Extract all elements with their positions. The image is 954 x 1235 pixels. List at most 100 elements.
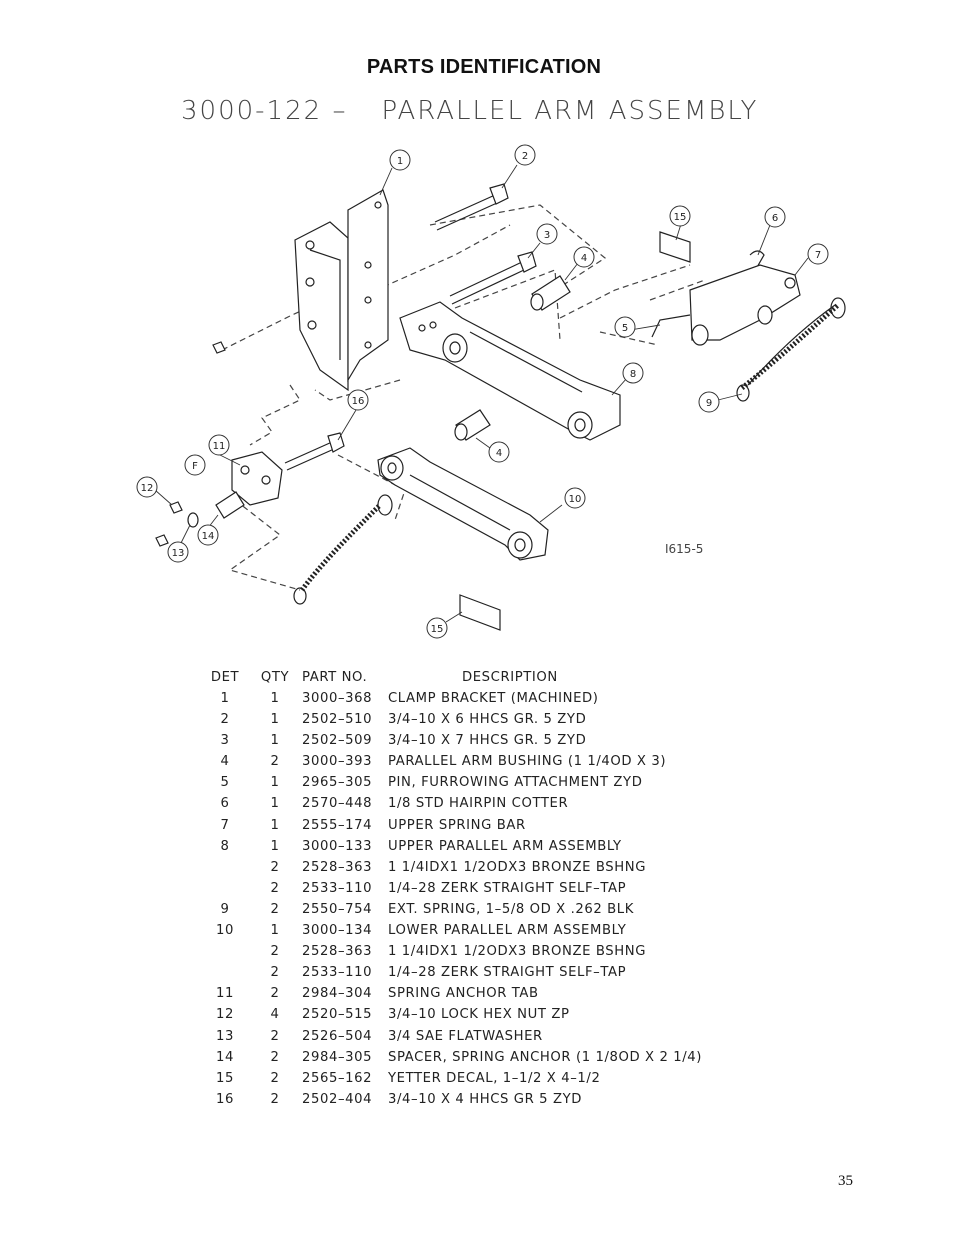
clamp-bracket: [294, 189, 389, 392]
balloon-6: 6: [764, 206, 786, 228]
balloon-10: 10: [564, 487, 586, 509]
cell-qty: 2: [270, 944, 280, 960]
svg-text:13: 13: [172, 548, 185, 559]
cell-det: [196, 860, 254, 881]
cell-part-no: 2526–504: [302, 1028, 373, 1044]
cell-description: YETTER DECAL, 1–1/2 X 4–1/2: [388, 1070, 601, 1086]
balloon-11: 11: [208, 434, 230, 456]
furrowing-pin: [651, 314, 691, 338]
cell-qty: 2: [270, 1049, 280, 1065]
cell-description: 3/4–10 X 4 HHCS GR 5 ZYD: [388, 1091, 583, 1107]
cell-qty: 1: [270, 817, 280, 833]
cell-qty: 1: [270, 838, 280, 854]
spacer-spring-anchor: [215, 491, 245, 519]
cell-description: 1 1/4IDX1 1/2ODX3 BRONZE BSHNG: [388, 859, 647, 875]
balloon-16: 16: [347, 389, 369, 411]
cell-qty: 2: [270, 859, 280, 875]
cell-qty: 1: [270, 691, 280, 706]
header-qty: QTY: [260, 670, 290, 685]
cell-det: 15: [216, 1070, 234, 1086]
cell-description: UPPER SPRING BAR: [388, 817, 526, 833]
cell-det: 7: [220, 817, 230, 833]
decal-lower: [459, 594, 501, 631]
table-row: 2 2528–363 1 1/4IDX1 1/2ODX3 BRONZE BSHNG: [196, 860, 822, 881]
svg-text:16: 16: [352, 396, 365, 407]
cell-part-no: 3000–368: [302, 691, 373, 706]
svg-text:10: 10: [569, 494, 582, 505]
svg-text:14: 14: [202, 531, 215, 542]
cell-part-no: 3000–393: [302, 754, 373, 770]
cell-description: 3/4–10 LOCK HEX NUT ZP: [388, 1007, 570, 1023]
cell-description: 3/4 SAE FLATWASHER: [388, 1028, 543, 1044]
bolt-3: [449, 251, 537, 305]
assembly-number: 3000-122 –: [181, 96, 348, 126]
cell-det: [196, 881, 254, 902]
cell-part-no: 2502–404: [302, 1091, 373, 1107]
cell-description: SPRING ANCHOR TAB: [388, 986, 539, 1002]
assembly-name: PARALLEL ARM ASSEMBLY: [381, 96, 759, 126]
cell-qty: 2: [270, 1091, 280, 1107]
page-number: 35: [838, 1173, 853, 1189]
balloon-5: 5: [614, 316, 636, 338]
header-description: DESCRIPTION: [462, 670, 558, 685]
hairpin-cotter: [749, 250, 765, 270]
page-heading: PARTS IDENTIFICATION: [366, 56, 602, 78]
cell-det: 14: [216, 1049, 234, 1065]
svg-text:7: 7: [815, 250, 821, 261]
cell-part-no: 2984–305: [302, 1049, 373, 1065]
bolt-16: [284, 432, 345, 471]
balloon-15-lower: 15: [426, 617, 448, 639]
decal-upper: [659, 231, 691, 263]
cell-description: UPPER PARALLEL ARM ASSEMBLY: [388, 838, 622, 854]
cell-det: 1: [220, 691, 230, 706]
cell-part-no: 2565–162: [302, 1070, 373, 1086]
cell-qty: 2: [270, 901, 280, 917]
upper-parallel-arm: [399, 301, 621, 441]
cell-det: 10: [216, 923, 234, 939]
table-row: 1 1 3000–368 CLAMP BRACKET (MACHINED): [196, 691, 822, 712]
balloon-1: 1: [389, 149, 411, 171]
cell-qty: 1: [270, 733, 280, 749]
cell-part-no: 2533–110: [302, 880, 373, 896]
cell-part-no: 2570–448: [302, 796, 373, 812]
balloon-f: F: [184, 454, 206, 476]
cell-qty: 4: [270, 1007, 280, 1023]
cell-det: 11: [216, 986, 234, 1002]
balloon-7: 7: [807, 243, 829, 265]
cell-description: EXT. SPRING, 1–5/8 OD X .262 BLK: [388, 901, 634, 917]
cell-det: 5: [220, 775, 230, 791]
cell-qty: 2: [270, 965, 280, 981]
svg-text:15: 15: [431, 624, 444, 635]
cell-det: 6: [220, 796, 230, 812]
svg-text:8: 8: [630, 369, 636, 380]
flatwasher: [187, 512, 199, 528]
extension-spring-lower: [293, 494, 393, 605]
cell-description: 1 1/4IDX1 1/2ODX3 BRONZE BSHNG: [388, 944, 647, 960]
cell-description: PIN, FURROWING ATTACHMENT ZYD: [388, 775, 643, 791]
cell-det: 3: [220, 733, 230, 749]
lock-nuts: [155, 341, 226, 547]
spring-anchor-tab: [231, 451, 283, 506]
cell-description: CLAMP BRACKET (MACHINED): [388, 691, 599, 706]
svg-text:F: F: [192, 461, 198, 472]
balloon-3: 3: [536, 223, 558, 245]
cell-qty: 1: [270, 775, 280, 791]
cell-part-no: 2528–363: [302, 859, 373, 875]
cell-part-no: 3000–134: [302, 923, 373, 939]
balloon-4-lower: 4: [488, 441, 510, 463]
callout-balloons: 1 2 3 4 5 6 7 8 9 10 11 12 13 14 15 15 1…: [136, 144, 829, 639]
cell-det: 4: [220, 754, 230, 770]
exploded-view-lines: [221, 204, 706, 591]
balloon-12: 12: [136, 476, 158, 498]
cell-description: 1/8 STD HAIRPIN COTTER: [388, 796, 569, 812]
